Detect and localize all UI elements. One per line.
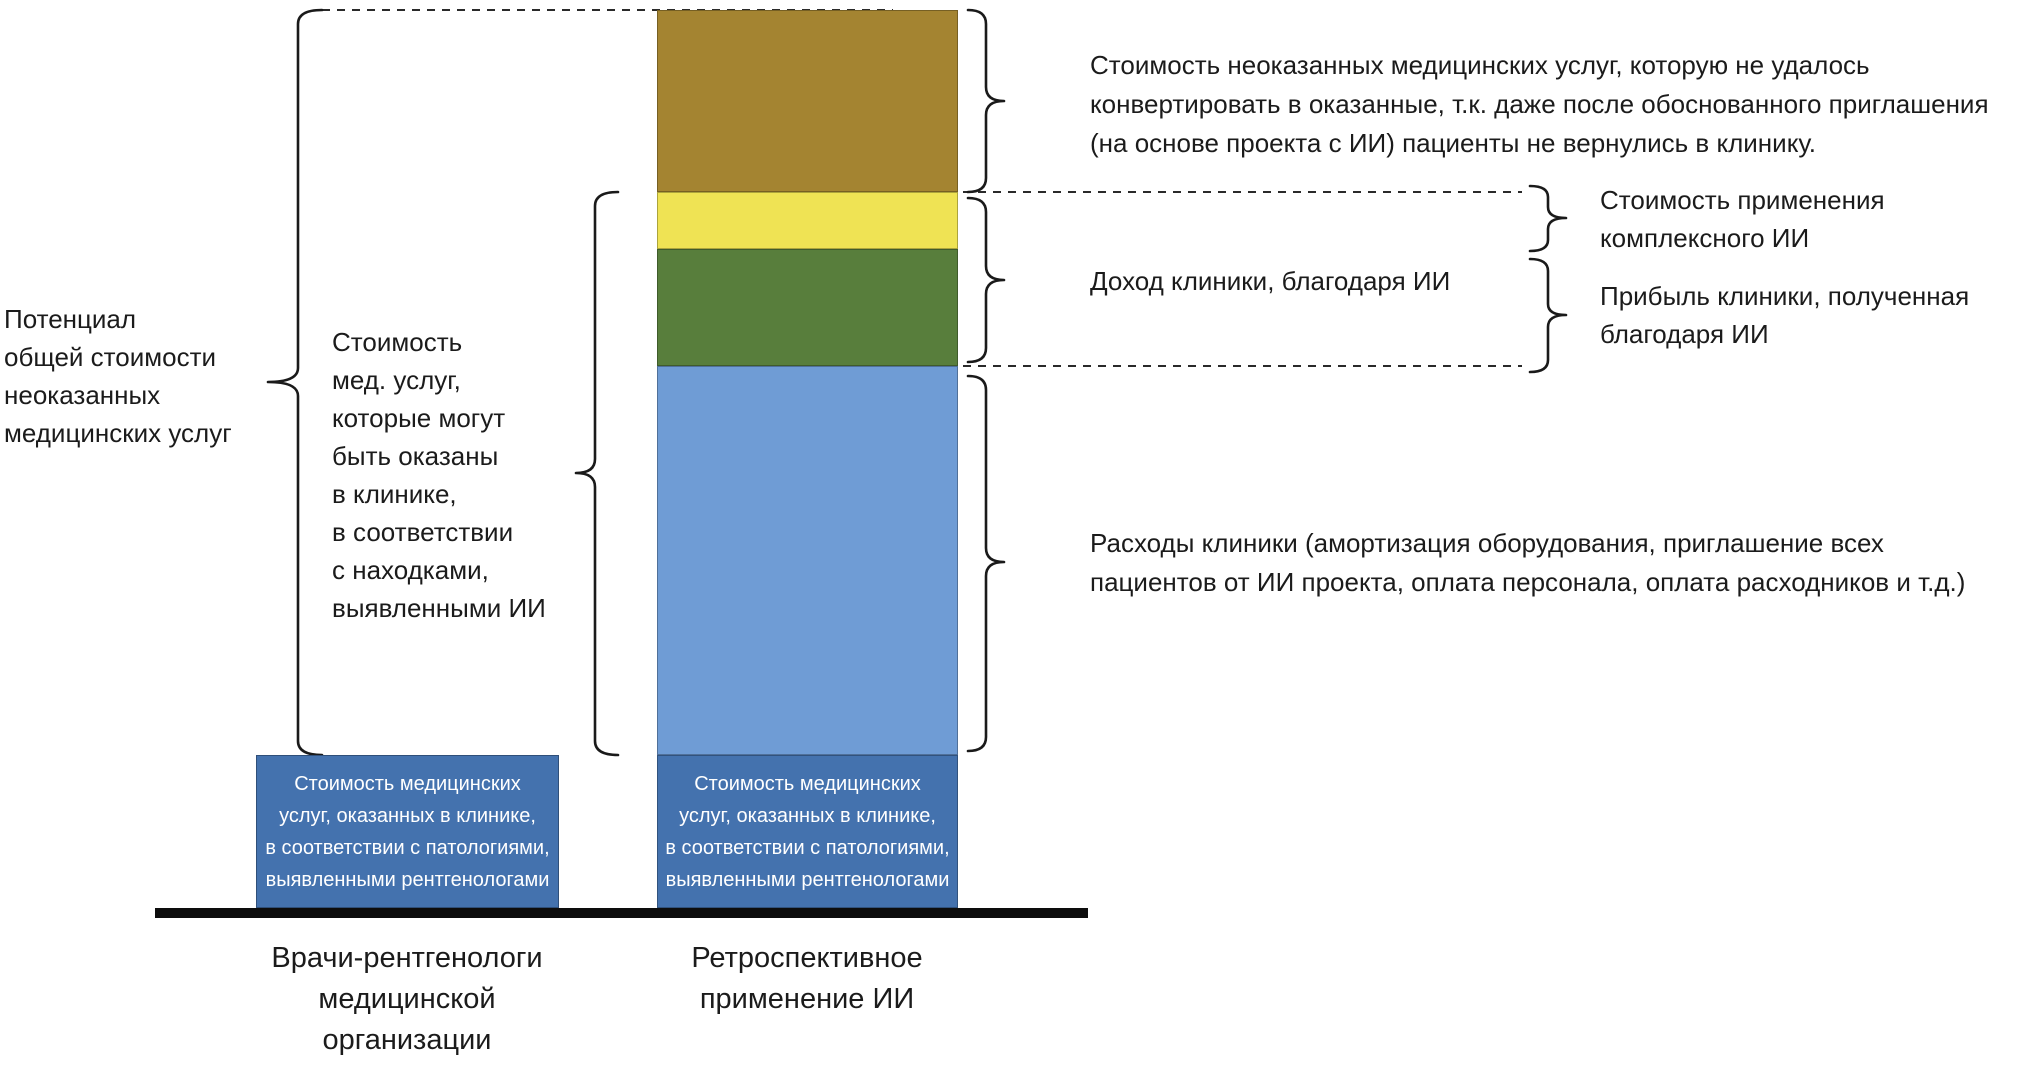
segment-unconverted-services xyxy=(657,10,958,192)
segment-clinic-profit xyxy=(657,249,958,366)
brace-expenses-segment xyxy=(966,374,1006,753)
brace-unconverted-segment xyxy=(966,8,1006,194)
brace-profit-label xyxy=(1528,257,1568,374)
label-possible-services: Стоимость мед. услуг, которые могут быть… xyxy=(332,327,546,623)
segment-base-services-label: Стоимость медицинских услуг, оказанных в… xyxy=(665,772,950,891)
segment-ai-cost xyxy=(657,192,958,249)
bar-radiologists: Стоимость медицинских услуг, оказанных в… xyxy=(256,755,559,908)
brace-income-segment xyxy=(966,196,1006,364)
bar-radiologists-label: Стоимость медицинских услуг, оказанных в… xyxy=(265,772,550,891)
brace-total-potential xyxy=(266,8,324,757)
axis-label-radiologists: Врачи-рентгенологи медицинской организац… xyxy=(271,942,543,1056)
axis-label-ai: Ретроспективное применение ИИ xyxy=(691,942,923,1015)
segment-base-services: Стоимость медицинских услуг, оказанных в… xyxy=(657,755,958,908)
label-ai-cost: Стоимость применения комплексного ИИ xyxy=(1600,185,1885,253)
label-clinic-income: Доход клиники, благодаря ИИ xyxy=(1090,266,1451,296)
segment-clinic-expenses xyxy=(657,366,958,755)
label-clinic-profit: Прибыль клиники, полученная благодаря ИИ xyxy=(1600,281,1970,349)
label-clinic-expenses: Расходы клиники (амортизация оборудовани… xyxy=(1090,528,1966,597)
label-total-potential: Потенциал общей стоимости неоказанных ме… xyxy=(4,304,232,448)
brace-possible-services xyxy=(574,190,620,757)
x-axis-line xyxy=(155,908,1088,918)
brace-ai-cost-label xyxy=(1528,184,1568,253)
label-unconverted-services: Стоимость неоказанных медицинских услуг,… xyxy=(1090,50,1989,158)
bar-ai-stack: Стоимость медицинских услуг, оказанных в… xyxy=(657,10,958,908)
